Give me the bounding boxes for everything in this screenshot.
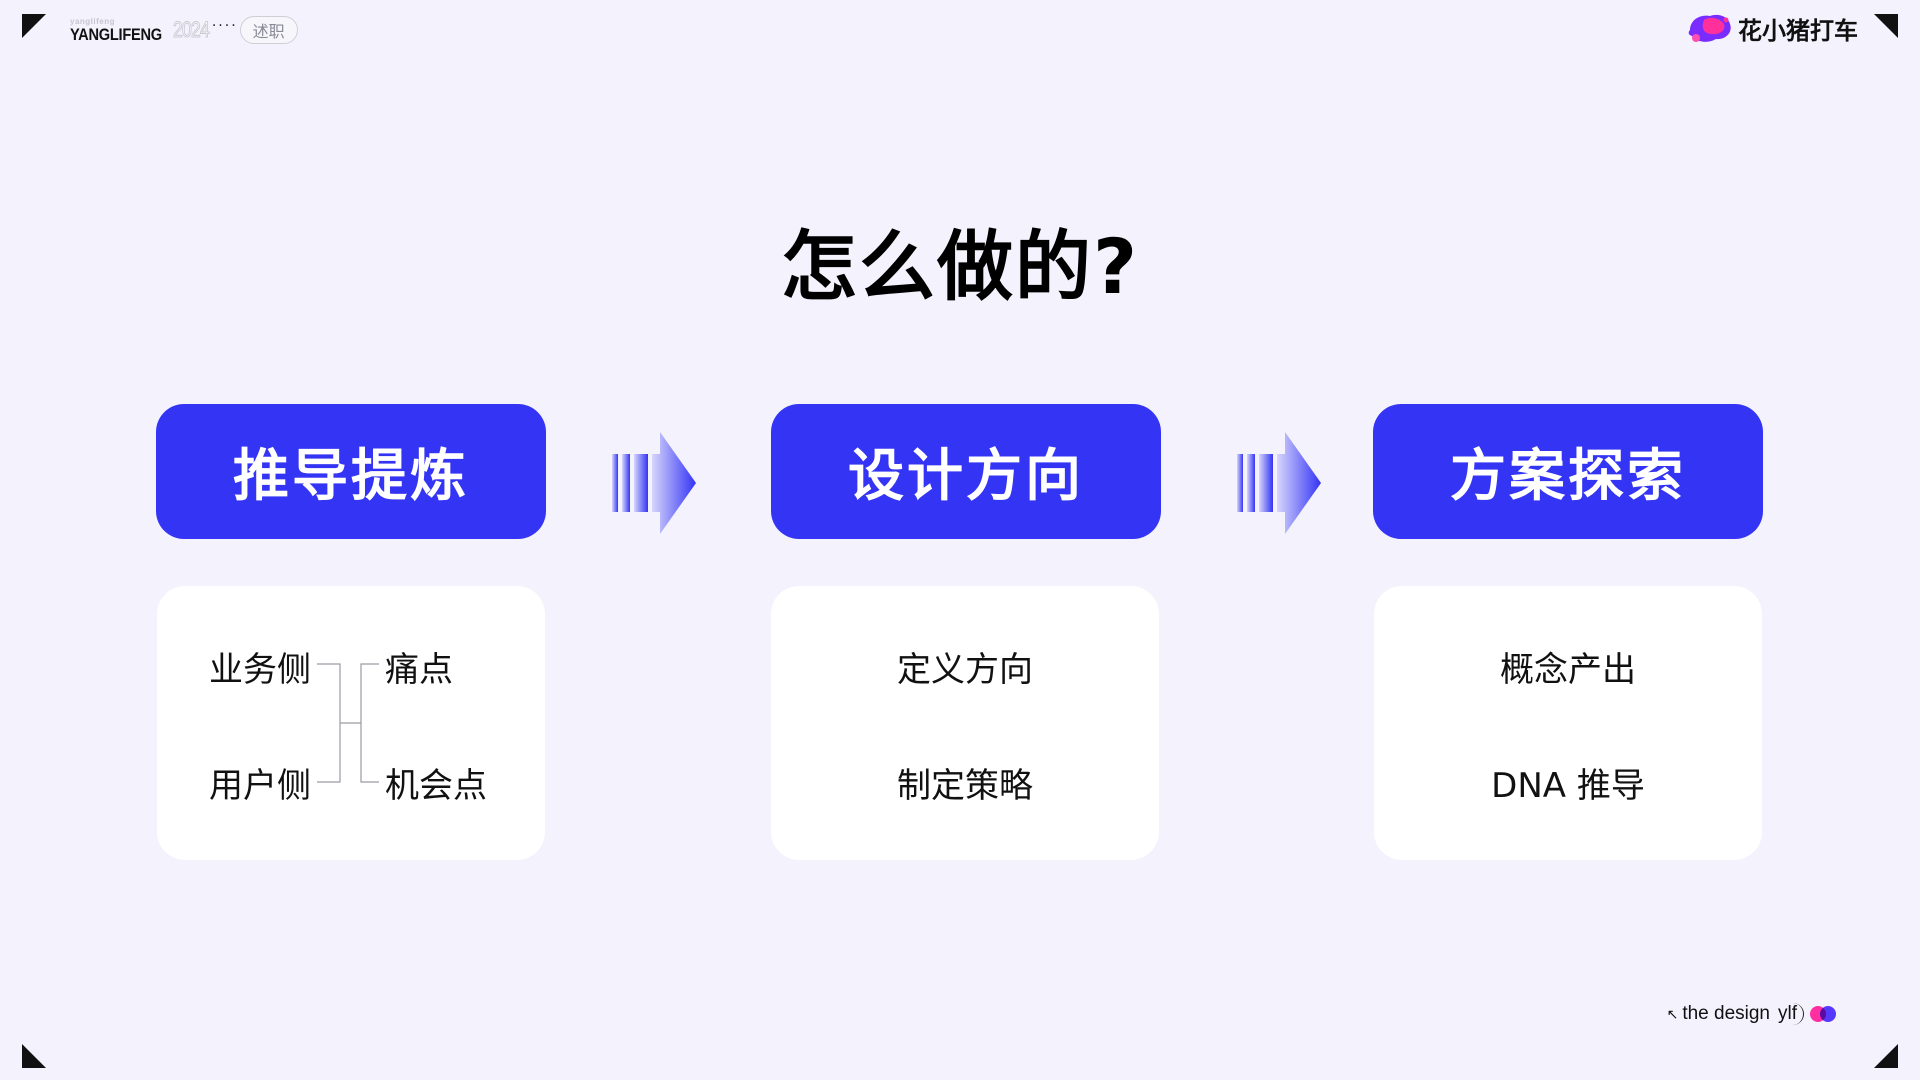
item-concept-output: 概念产出 [1500, 650, 1636, 690]
item-opportunity: 机会点 [385, 766, 487, 806]
card-explore: 概念产出 DNA 推导 [1374, 586, 1762, 860]
cursor-icon: ↖ [1666, 1005, 1679, 1022]
brand-header: yanglifeng YANGLIFENG 2024 ···· 述职 [70, 14, 298, 46]
step-header-explore: 方案探索 [1373, 404, 1763, 539]
arrow-right-icon [612, 432, 696, 534]
item-strategy: 制定策略 [897, 766, 1033, 806]
item-business-side: 业务侧 [209, 650, 311, 690]
corner-mark-top-right [1874, 14, 1898, 38]
item-pain-point: 痛点 [385, 650, 453, 690]
footer-signature: ↖ the design ylf [1667, 1003, 1836, 1025]
brand-name: YANGLIFENG [70, 24, 162, 44]
signature-text: ylf [1776, 1003, 1804, 1025]
arrow-right-icon [1237, 432, 1321, 534]
corner-mark-bottom-left [22, 1044, 46, 1068]
logo-text: 花小猪打车 [1738, 16, 1858, 45]
item-user-side: 用户侧 [209, 766, 311, 806]
brand-ghost-text: yanglifeng [70, 16, 116, 26]
brand-dots: ···· [211, 18, 238, 34]
card-direction: 定义方向 制定策略 [771, 586, 1159, 860]
corner-mark-top-left [22, 14, 46, 38]
corner-mark-bottom-right [1874, 1044, 1898, 1068]
footer-text: the design [1682, 1003, 1770, 1024]
app-logo: 花小猪打车 [1686, 10, 1858, 46]
card-derive: 业务侧 痛点 用户侧 机会点 [157, 586, 545, 860]
brand-year: 2024 [172, 17, 210, 43]
brand-wordmark: yanglifeng YANGLIFENG [70, 16, 177, 44]
pig-logo-icon [1688, 14, 1731, 42]
report-tag: 述职 [239, 16, 298, 44]
page-title: 怎么做的? [780, 222, 1140, 311]
item-define-direction: 定义方向 [897, 650, 1033, 690]
item-dna-derive: DNA 推导 [1491, 766, 1645, 806]
step-header-derive: 推导提炼 [156, 404, 546, 539]
step-header-direction: 设计方向 [771, 404, 1161, 539]
dots-icon [1810, 1006, 1836, 1022]
connector-bracket [317, 663, 379, 783]
